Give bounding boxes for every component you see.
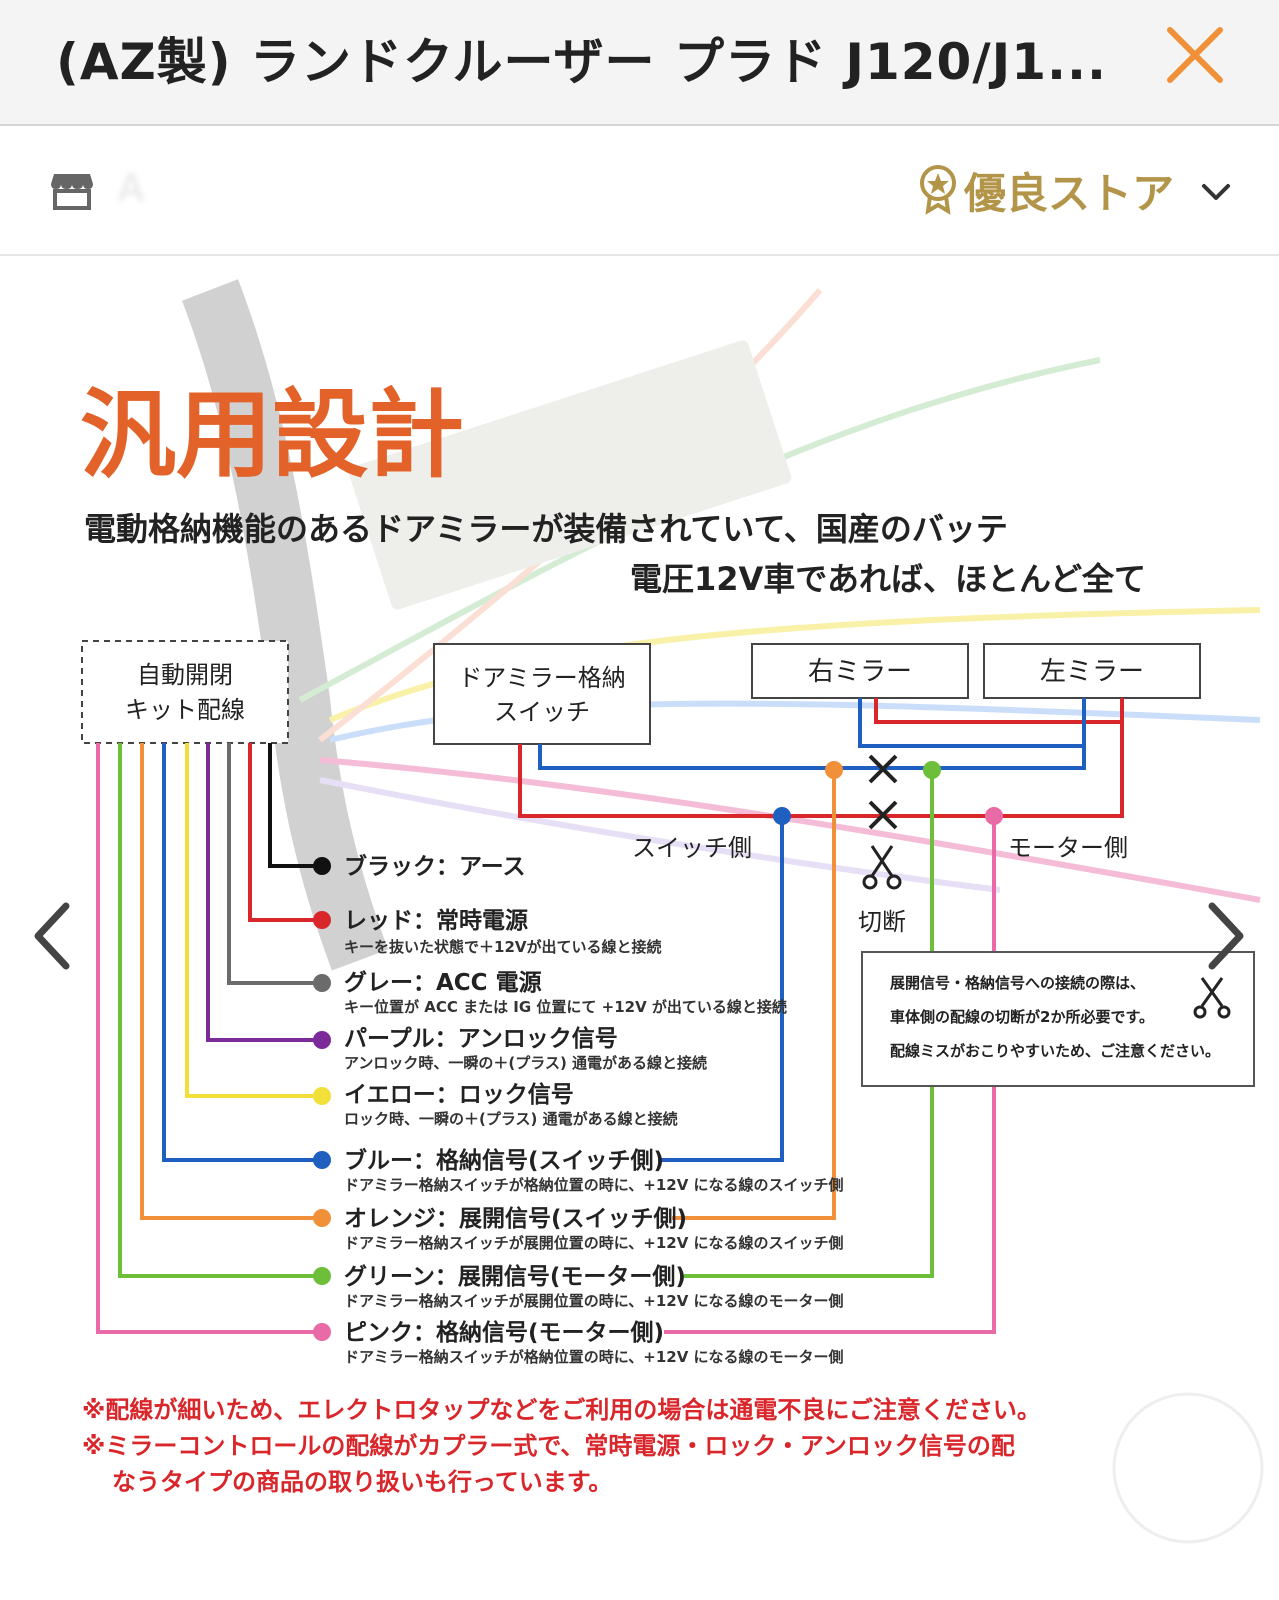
wire-label-green: グリーン：展開信号(モーター側) [344, 1263, 686, 1290]
kit-wires [96, 743, 996, 1334]
cut-label: 切断 [858, 908, 906, 936]
chevron-right-icon[interactable] [1200, 896, 1250, 976]
store-bar: A 優良ストア [0, 126, 1279, 256]
wire-labels: ブラック：アース レッド：常時電源 キーを抜いた状態で＋12Vが出ている線と接続… [344, 853, 844, 1366]
switch-box [433, 643, 651, 745]
note-line-2: 車体側の配線の切断が2か所必要です。 [890, 1008, 1154, 1026]
title-bar: (AZ製) ランドクルーザー プラド J120/J1... [0, 0, 1279, 126]
wire-desc-green: ドアミラー格納スイッチが展開位置の時に、+12V になる線のモーター側 [344, 1292, 844, 1310]
wire-label-black: ブラック：アース [344, 853, 525, 880]
diagram-heading: 汎用設計 [80, 379, 464, 491]
store-name[interactable]: A [118, 166, 144, 210]
wire-label-gray: グレー：ACC 電源 [344, 969, 542, 996]
note-line-3: 配線ミスがおこりやすいため、ご注意ください。 [890, 1042, 1220, 1060]
left-mirror-label: 左ミラー [1040, 657, 1144, 687]
mirror-wiring [518, 698, 1124, 818]
switch-box-line1: ドアミラー格納 [458, 664, 626, 692]
left-mirror-box [983, 643, 1201, 699]
right-mirror-label: 右ミラー [808, 657, 912, 687]
wire-label-red: レッド：常時電源 [344, 908, 528, 934]
background-cables [181, 279, 1261, 971]
wire-desc-orange: ドアミラー格納スイッチが展開位置の時に、+12V になる線のスイッチ側 [344, 1234, 844, 1252]
kit-box [81, 640, 289, 744]
chevron-left-icon[interactable] [28, 896, 78, 976]
footnote-3: なうタイプの商品の取り扱いも行っています。 [112, 1468, 612, 1496]
wire-label-pink: ピンク：格納信号(モーター側) [344, 1319, 664, 1346]
excellent-store-badge[interactable]: 優良ストア [918, 162, 1174, 218]
diagram-subtitle-2: 電圧12V車であれば、ほとんど全て [630, 560, 1146, 598]
note-line-1: 展開信号・格納信号への接続の際は、 [890, 974, 1145, 992]
watermark-circle [1112, 1392, 1264, 1544]
wire-desc-yellow: ロック時、一瞬の＋(プラス) 通電がある線と接続 [344, 1110, 678, 1128]
close-icon[interactable] [1160, 20, 1230, 90]
scissors-icon [862, 845, 902, 890]
diagram-subtitle-1: 電動格納機能のあるドアミラーが装備されていて、国産のバッテ [84, 510, 1008, 548]
wire-desc-pink: ドアミラー格納スイッチが格納位置の時に、+12V になる線のモーター側 [344, 1348, 844, 1366]
switch-side-label: スイッチ側 [632, 834, 752, 862]
star-badge-icon [920, 165, 956, 215]
motor-side-label: モーター側 [1008, 834, 1128, 862]
footnote-2: ※ミラーコントロールの配線がカプラー式で、常時電源・ロック・アンロック信号の配 [82, 1432, 1015, 1460]
note-scissors-icon [1193, 977, 1231, 1019]
wire-label-yellow: イエロー：ロック信号 [344, 1081, 574, 1108]
wire-desc-red: キーを抜いた状態で＋12Vが出ている線と接続 [344, 938, 662, 956]
note-box [861, 951, 1255, 1087]
wire-dots [313, 761, 1003, 1341]
wire-desc-gray: キー位置が ACC または IG 位置にて +12V が出ている線と接続 [344, 998, 787, 1016]
wire-label-orange: オレンジ：展開信号(スイッチ側) [344, 1205, 687, 1232]
kit-box-line2: キット配線 [125, 696, 245, 724]
wire-label-blue: ブルー：格納信号(スイッチ側) [344, 1147, 664, 1174]
badge-label: 優良ストア [964, 168, 1175, 218]
wiring-diagram: 汎用設計 電動格納機能のあるドアミラーが装備されていて、国産のバッテ 電圧12V… [80, 279, 1264, 1544]
store-icon [51, 174, 93, 210]
footnote-1: ※配線が細いため、エレクトロタップなどをご利用の場合は通電不良にご注意ください。 [82, 1396, 1041, 1424]
right-mirror-box [751, 643, 969, 699]
wire-desc-purple: アンロック時、一瞬の＋(プラス) 通電がある線と接続 [344, 1054, 707, 1072]
wire-desc-blue: ドアミラー格納スイッチが格納位置の時に、+12V になる線のスイッチ側 [344, 1176, 844, 1194]
wire-label-purple: パープル：アンロック信号 [344, 1025, 618, 1052]
switch-box-line2: スイッチ [494, 698, 590, 726]
cut-marks [868, 754, 898, 830]
kit-box-line1: 自動開閉 [137, 661, 233, 689]
product-image[interactable]: 汎用設計 電動格納機能のあるドアミラーが装備されていて、国産のバッテ 電圧12V… [0, 256, 1279, 1600]
page-title: (AZ製) ランドクルーザー プラド J120/J1... [56, 33, 1107, 91]
chevron-down-icon[interactable] [1198, 174, 1234, 210]
